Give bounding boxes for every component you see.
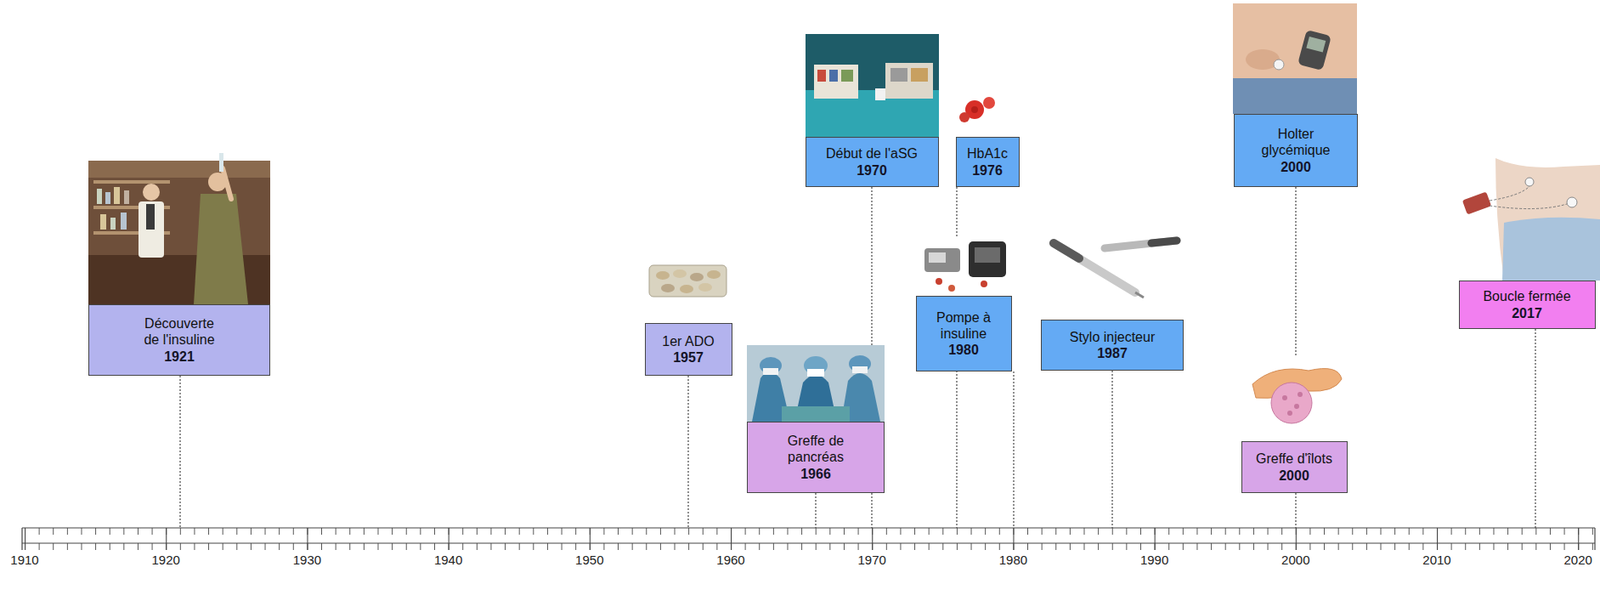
- ruler-end: [21, 527, 23, 550]
- leader-lines: [180, 186, 1536, 528]
- closed-loop-illustration: [1462, 158, 1600, 281]
- event-year: 1976: [972, 162, 1003, 179]
- axis-year: 1970: [858, 553, 887, 568]
- event-label: Début de l'aSG: [825, 145, 918, 162]
- axis-year: 1910: [10, 553, 39, 568]
- event-year: 1970: [856, 162, 888, 179]
- timeline-box: Holter glycémique2000: [1233, 113, 1358, 187]
- pill-blister: [649, 265, 727, 297]
- axis-year: 1940: [434, 553, 463, 568]
- glucose-holter-photo: [1232, 3, 1357, 114]
- leader-line: [1012, 371, 1014, 528]
- event-label: Greffe de pancréas: [773, 432, 859, 465]
- leader-line: [1294, 492, 1296, 528]
- timeline-box: Boucle fermée2017: [1458, 280, 1596, 329]
- timeline-box: Début de l'aSG1970: [805, 136, 939, 187]
- axis-year: 1980: [999, 553, 1028, 568]
- timeline-box: Stylo injecteur1987: [1040, 319, 1184, 371]
- red-blood-cells: [959, 96, 996, 123]
- axis-year: 1920: [152, 553, 181, 568]
- insulin-discovery-photo: [88, 152, 271, 305]
- event-label: HbA1c: [966, 145, 1008, 162]
- axis-year: 1990: [1140, 553, 1169, 568]
- ruler-line: [22, 526, 1595, 528]
- event-year: 2000: [1278, 467, 1310, 484]
- islet-illustration: [1252, 368, 1342, 424]
- axis-year: 1950: [575, 553, 604, 568]
- axis-year: 2010: [1422, 553, 1451, 568]
- event-year: 2017: [1511, 305, 1543, 322]
- surgery-photo: [746, 344, 885, 422]
- glucose-meter-photo: [805, 33, 939, 137]
- ruler-decade-ticks: [22, 527, 1595, 550]
- timeline-box: Greffe d'îlots2000: [1241, 440, 1348, 493]
- ruler-line: [22, 542, 1595, 543]
- event-year: 1987: [1096, 344, 1128, 362]
- timeline-box: Greffe de pancréas1966: [746, 421, 885, 493]
- event-label: 1er ADO: [661, 333, 714, 350]
- axis-year: 2000: [1281, 553, 1310, 568]
- leader-line: [1111, 370, 1113, 528]
- timeline-box: Découverte de l'insuline1921: [88, 304, 271, 376]
- axis-year: 1960: [716, 553, 745, 568]
- ruler-end: [1594, 527, 1595, 550]
- leader-line: [814, 492, 816, 528]
- event-year: 2000: [1280, 158, 1312, 176]
- event-label: Découverte de l'insuline: [139, 315, 221, 348]
- event-year: 1980: [948, 341, 979, 358]
- timeline-box: Pompe à insuline1980: [915, 295, 1013, 372]
- event-label: Greffe d'îlots: [1255, 450, 1333, 467]
- event-year: 1966: [800, 465, 832, 482]
- axis-year: 2020: [1564, 553, 1593, 568]
- event-year: 1957: [672, 349, 704, 366]
- event-label: Boucle fermée: [1482, 288, 1571, 305]
- insulin-pen-photo: [1053, 240, 1177, 298]
- timeline-box: HbA1c1976: [955, 136, 1020, 187]
- time-ruler: [22, 527, 1595, 550]
- event-label: Holter glycémique: [1253, 125, 1339, 159]
- leader-line: [1534, 328, 1536, 528]
- event-year: 1921: [163, 348, 195, 365]
- leader-line: [687, 375, 689, 528]
- leader-line: [179, 375, 181, 528]
- ruler-ticks: [22, 527, 1595, 550]
- axis-year: 1930: [293, 553, 322, 568]
- event-label: Stylo injecteur: [1069, 328, 1156, 345]
- event-label: Pompe à insuline: [929, 309, 998, 342]
- leader-line: [1294, 186, 1296, 356]
- timeline-box: 1er ADO1957: [644, 322, 733, 376]
- insulin-pump-photo: [915, 237, 1013, 296]
